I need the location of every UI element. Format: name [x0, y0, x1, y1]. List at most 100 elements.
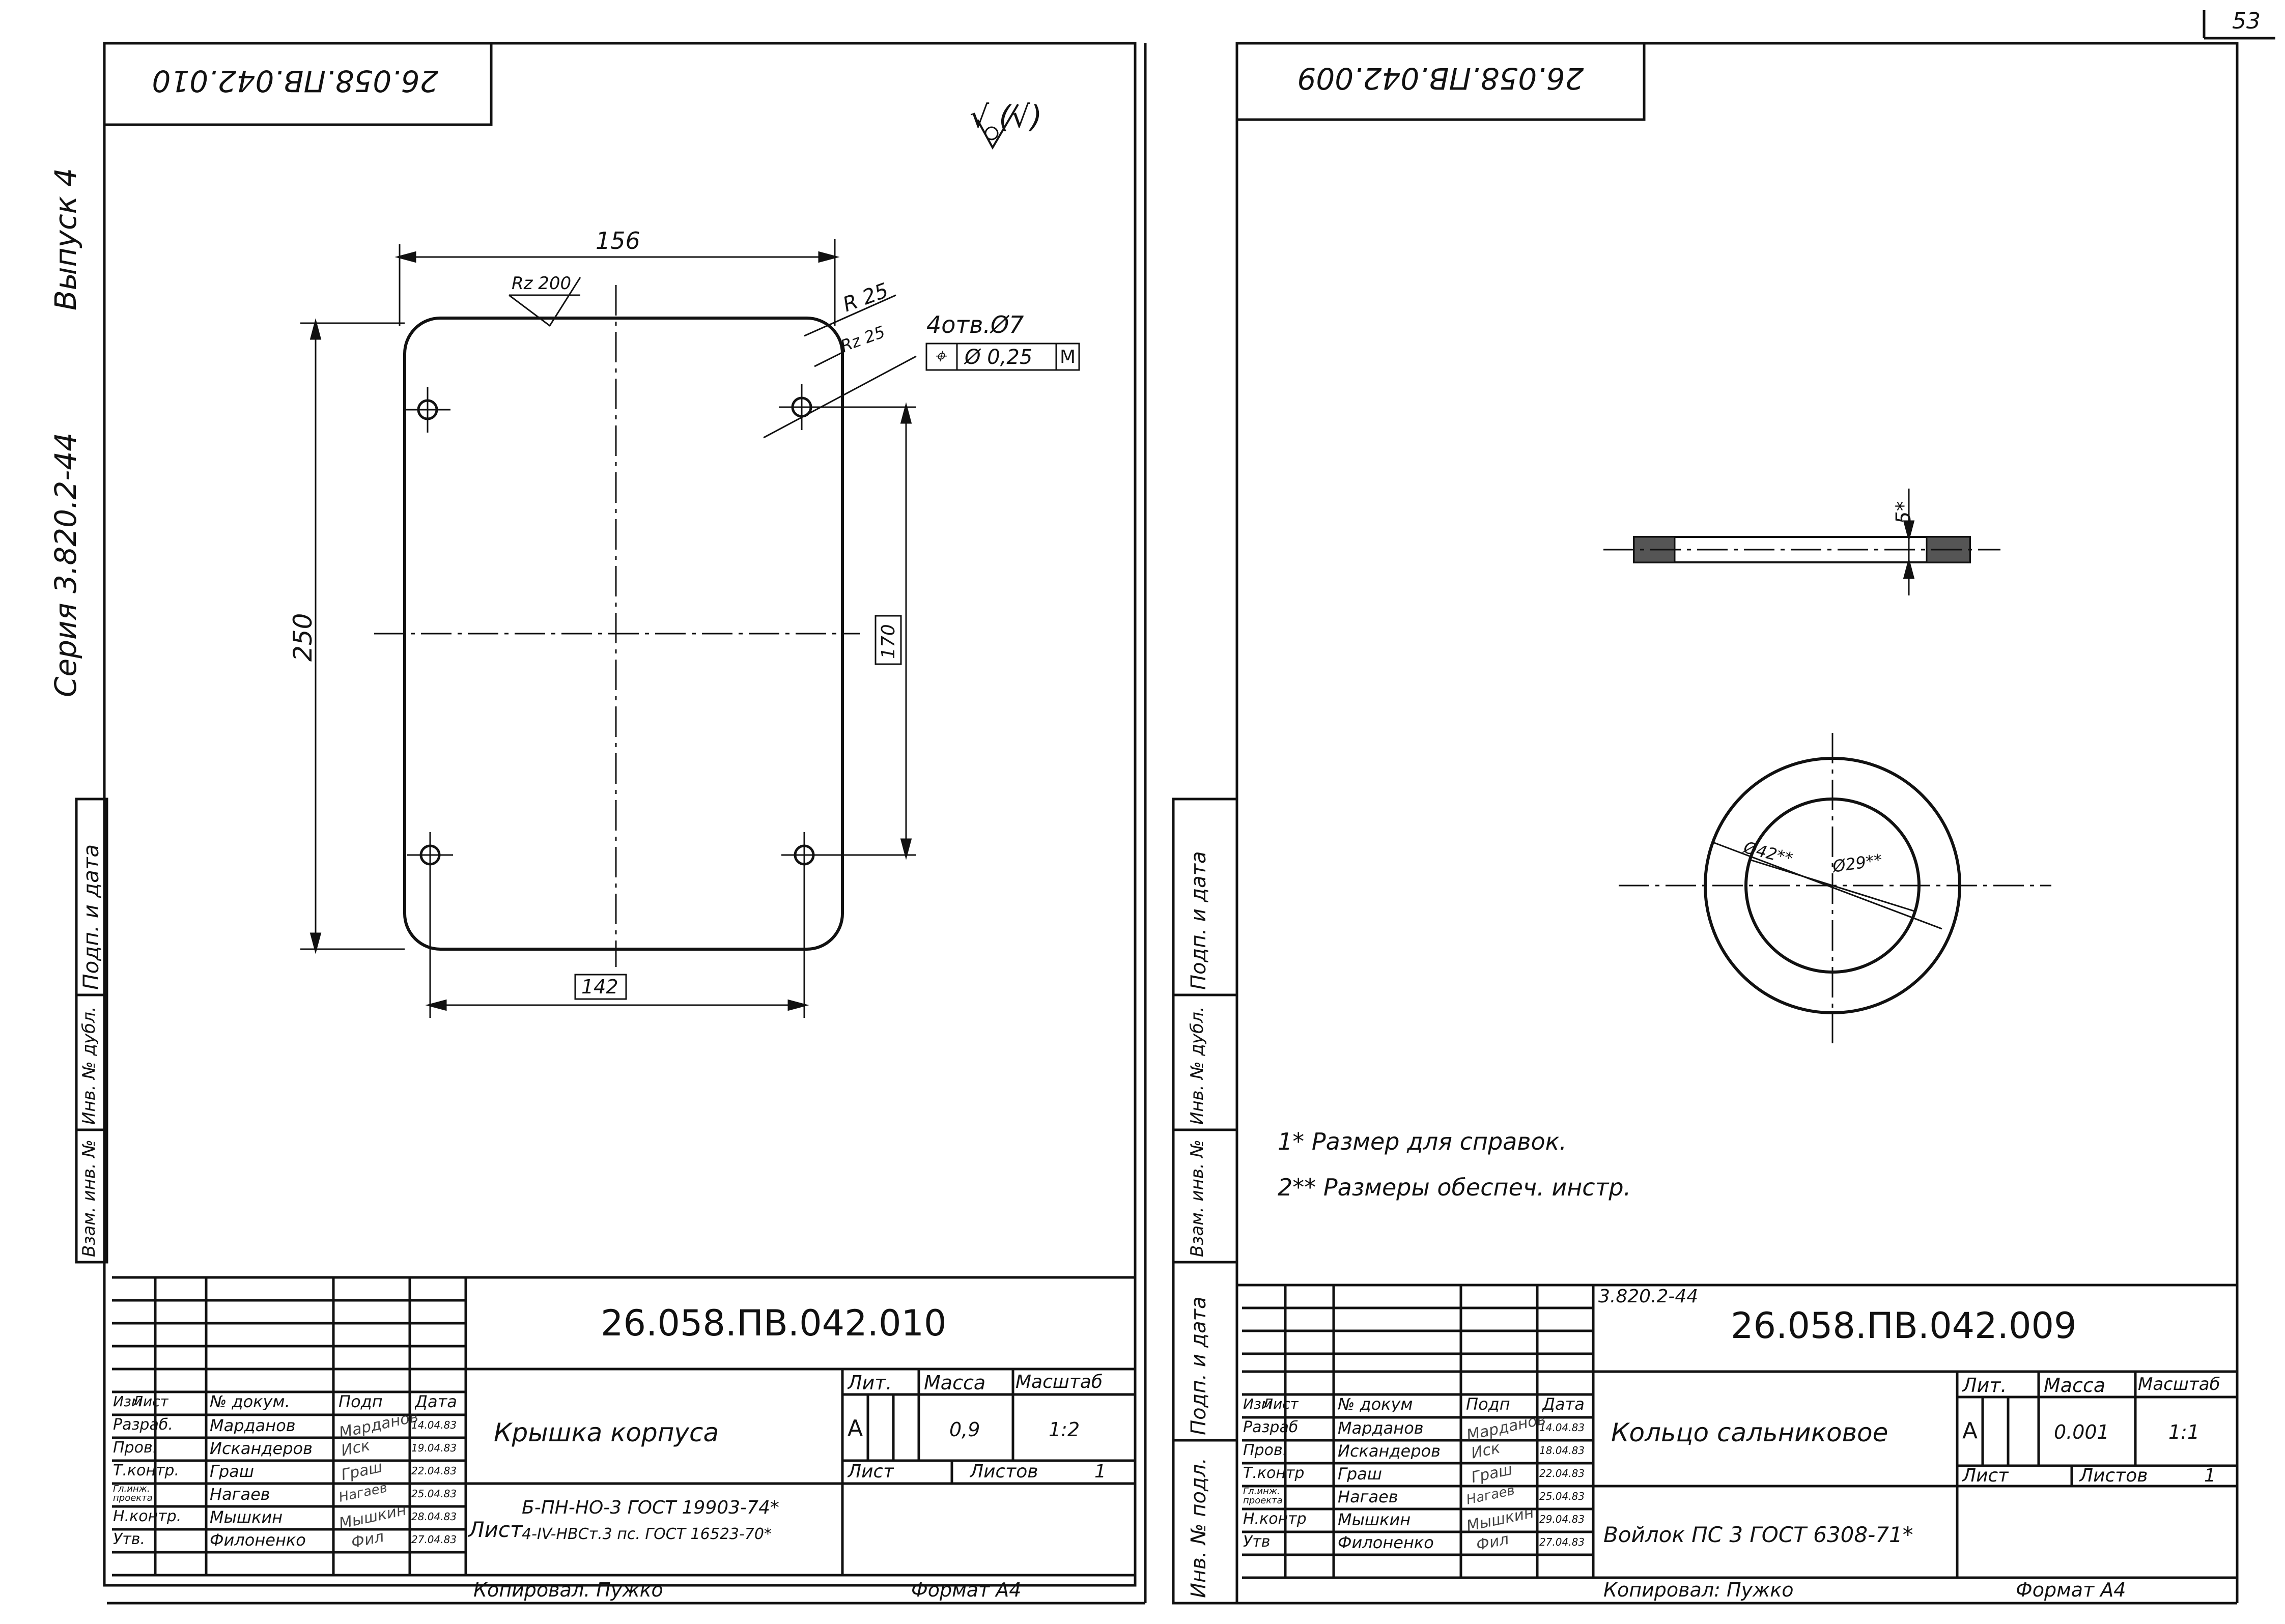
left-date-2: 22.04.83 [411, 1466, 457, 1476]
gland-ring-drawing [1603, 489, 2051, 1043]
right-title-code: 26.058.ПВ.042.009 [1731, 1305, 2077, 1347]
left-date-0: 14.04.83 [411, 1420, 457, 1430]
right-part-name: Кольцо сальниковое [1611, 1418, 1888, 1447]
left-role-3: Гл.инж. проекта [113, 1485, 153, 1503]
right-name-2: Граш [1338, 1466, 1383, 1482]
right-header-code-rotated: 26.058.ПВ.042.009 [1297, 61, 1584, 96]
margin-mid-stamp-4: Подп. и дата [1187, 1296, 1210, 1435]
margin-mid-stamp-5: Инв. № подл. [1187, 1458, 1210, 1598]
right-mass-label: Масса [2044, 1376, 2106, 1395]
right-copied: Копировал: Пужко [1603, 1579, 1794, 1601]
left-date-4: 28.04.83 [411, 1512, 457, 1522]
margin-left-stamp-2: Инв. № дубл. [79, 1006, 99, 1125]
right-material: Войлок ПС 3 ГОСТ 6308-71* [1603, 1522, 1913, 1547]
right-role-4: Н.контр [1243, 1512, 1307, 1527]
left-name-5: Филоненко [210, 1532, 306, 1548]
dim-holes: 4отв.Ø7 [926, 311, 1024, 338]
roughness-mark: √ (√) [970, 99, 1042, 135]
left-header-box [103, 42, 493, 126]
right-lit-label: Лит. [1962, 1376, 2007, 1395]
right-sheets-value: 1 [2204, 1467, 2216, 1485]
left-name-0: Марданов [210, 1417, 296, 1434]
margin-mid-stamp-3: Взам. инв. № [1187, 1139, 1207, 1257]
right-date-2: 22.04.83 [1539, 1468, 1585, 1478]
left-name-3: Нагаев [210, 1486, 270, 1502]
left-role-1: Пров. [113, 1440, 158, 1456]
left-hdr-list: Лист [132, 1394, 168, 1409]
left-mass-label: Масса [924, 1373, 986, 1392]
right-scale-label: Масштаб [2138, 1376, 2220, 1393]
right-date-4: 29.04.83 [1539, 1514, 1585, 1524]
left-format: Формат А4 [911, 1579, 1022, 1601]
left-material-prefix: Лист [468, 1517, 523, 1542]
margin-left-stamp-3: Взам. инв. № [79, 1139, 99, 1257]
left-title-block-lines [112, 1276, 1135, 1577]
left-mass-value: 0,9 [949, 1420, 980, 1439]
right-lit-value: А [1962, 1420, 1978, 1442]
left-scale-value: 1:2 [1049, 1420, 1080, 1439]
dim-rz200: Rz 200 [512, 273, 572, 294]
left-lit-label: Лит. [848, 1373, 892, 1392]
right-role-0: Разраб [1243, 1420, 1299, 1435]
right-drawing-frame [1235, 42, 2239, 1287]
note-2: 2** Размеры обеспеч. инстр. [1278, 1174, 1631, 1201]
right-series: 3.820.2-44 [1598, 1286, 1699, 1307]
right-date-3: 25.04.83 [1539, 1491, 1585, 1501]
left-role-5: Утв. [113, 1532, 145, 1547]
left-lit-value: А [848, 1417, 863, 1440]
tolerance-value: Ø 0,25 [965, 346, 1033, 369]
left-role-2: Т.контр. [113, 1463, 180, 1478]
right-hdr-izm: Изм [1243, 1397, 1272, 1411]
right-title-block-lines [1242, 1284, 2237, 1579]
left-date-1: 19.04.83 [411, 1443, 457, 1453]
right-hdr-list: Лист [1262, 1397, 1299, 1411]
right-sheets-label: Листов [2079, 1467, 2148, 1485]
right-role-5: Утв [1243, 1534, 1271, 1550]
dim-thickness: 5* [1892, 501, 1915, 524]
right-date-5: 27.04.83 [1539, 1537, 1585, 1547]
left-name-1: Искандеров [210, 1440, 313, 1457]
right-sheet-label: Лист [1962, 1467, 2009, 1485]
left-header-code-rotated: 26.058.ПВ.042.010 [152, 64, 439, 98]
margin-series: Серия 3.820.2-44 [48, 432, 83, 697]
right-hdr-sign: Подп [1466, 1396, 1510, 1412]
left-material-line1: Б-ПН-НО-3 ГОСТ 19903-74* [522, 1497, 779, 1518]
left-material-line2: 4-IV-НВСт.3 пс. ГОСТ 16523-70* [522, 1525, 772, 1543]
right-date-0: 14.04.83 [1539, 1422, 1585, 1433]
margin-mid-stamp-2: Инв. № дубл. [1187, 1006, 1207, 1125]
right-role-3: Гл.инж. проекта [1243, 1487, 1283, 1505]
left-sheets-label: Листов [970, 1463, 1038, 1481]
right-name-0: Марданов [1338, 1420, 1424, 1436]
right-name-1: Искандеров [1338, 1443, 1441, 1459]
left-role-0: Разраб. [113, 1417, 173, 1433]
tolerance-symbol: ⌖ [934, 345, 946, 368]
dim-156: 156 [596, 227, 640, 254]
tolerance-m: M [1060, 347, 1076, 367]
right-name-4: Мышкин [1338, 1512, 1411, 1528]
left-margin-stamp [75, 797, 108, 1264]
margin-mid-stamp-1: Подп. и дата [1187, 851, 1210, 990]
right-role-1: Пров. [1243, 1443, 1288, 1458]
page-number: 53 [2232, 8, 2261, 34]
left-part-name: Крышка корпуса [494, 1418, 719, 1447]
dim-142: 142 [581, 976, 618, 998]
middle-margin-stamp [1172, 797, 1238, 1605]
margin-issue: Выпуск 4 [48, 167, 83, 310]
left-hdr-sign: Подп [338, 1393, 383, 1410]
left-date-3: 25.04.83 [411, 1489, 457, 1499]
margin-left-stamp-1: Подп. и дата [78, 844, 103, 990]
left-copied: Копировал. Пужко [473, 1579, 663, 1601]
dim-250: 250 [288, 613, 318, 662]
left-role-4: Н.контр. [113, 1509, 182, 1524]
right-mass-value: 0.001 [2054, 1422, 2109, 1442]
left-hdr-izm: Изм [113, 1394, 142, 1409]
right-role-2: Т.контр [1243, 1466, 1305, 1481]
right-hdr-date: Дата [1542, 1396, 1585, 1412]
left-name-2: Граш [210, 1463, 255, 1479]
left-sheets-value: 1 [1094, 1463, 1106, 1481]
right-name-3: Нагаев [1338, 1489, 1398, 1505]
left-scale-label: Масштаб [1015, 1373, 1103, 1391]
left-hdr-doc: № докум. [210, 1393, 290, 1410]
left-name-4: Мышкин [210, 1509, 283, 1525]
